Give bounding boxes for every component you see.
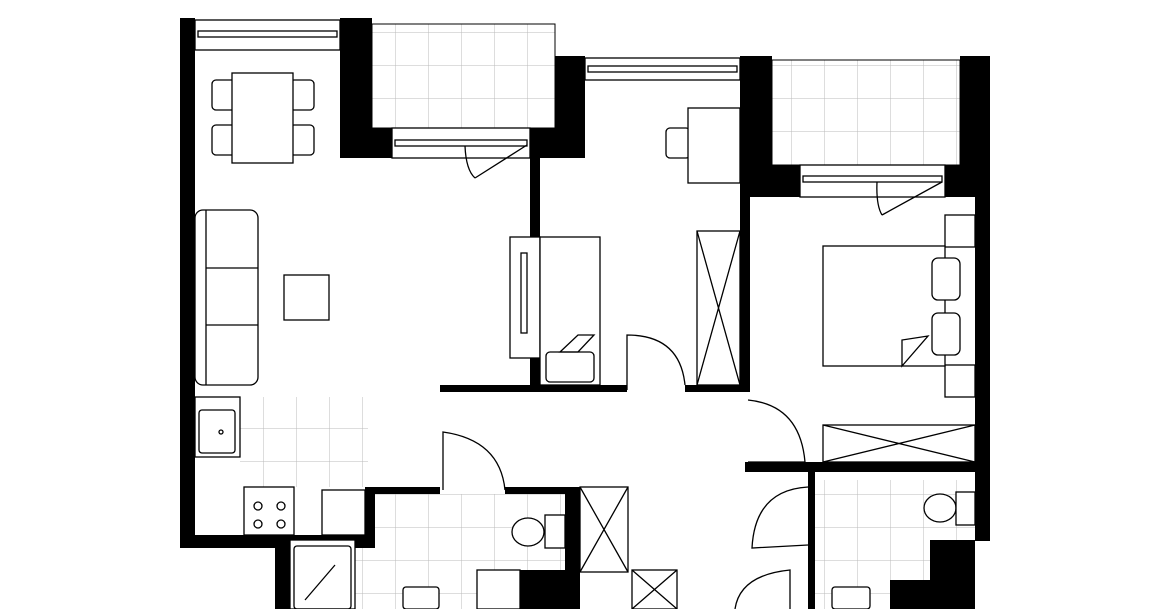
tv-unit [509, 236, 541, 359]
shower-icon [289, 539, 356, 609]
study-furniture [539, 107, 741, 386]
washbasin-icon [402, 586, 440, 609]
kitchen-floor [240, 397, 368, 487]
windows [194, 19, 946, 198]
balcony-right-floor [771, 59, 961, 166]
toilet-icon [511, 517, 545, 547]
toilet-icon [923, 493, 957, 523]
coffee-table [283, 274, 330, 321]
bathroom-right [831, 491, 976, 609]
kitchen-sink-icon [198, 409, 236, 454]
bathroom-left [289, 486, 678, 609]
sofa [194, 209, 259, 386]
doors [442, 144, 943, 609]
desk [687, 107, 741, 184]
kitchen [194, 396, 366, 536]
bedroom-furniture [822, 214, 976, 463]
washbasin-icon [831, 586, 871, 609]
bed [822, 245, 946, 367]
dining-table [231, 72, 294, 164]
dining-set [211, 72, 315, 164]
stove-icon [243, 486, 295, 536]
walls [180, 18, 990, 609]
washing-machine [476, 569, 521, 609]
balcony-left-floor [371, 23, 556, 129]
